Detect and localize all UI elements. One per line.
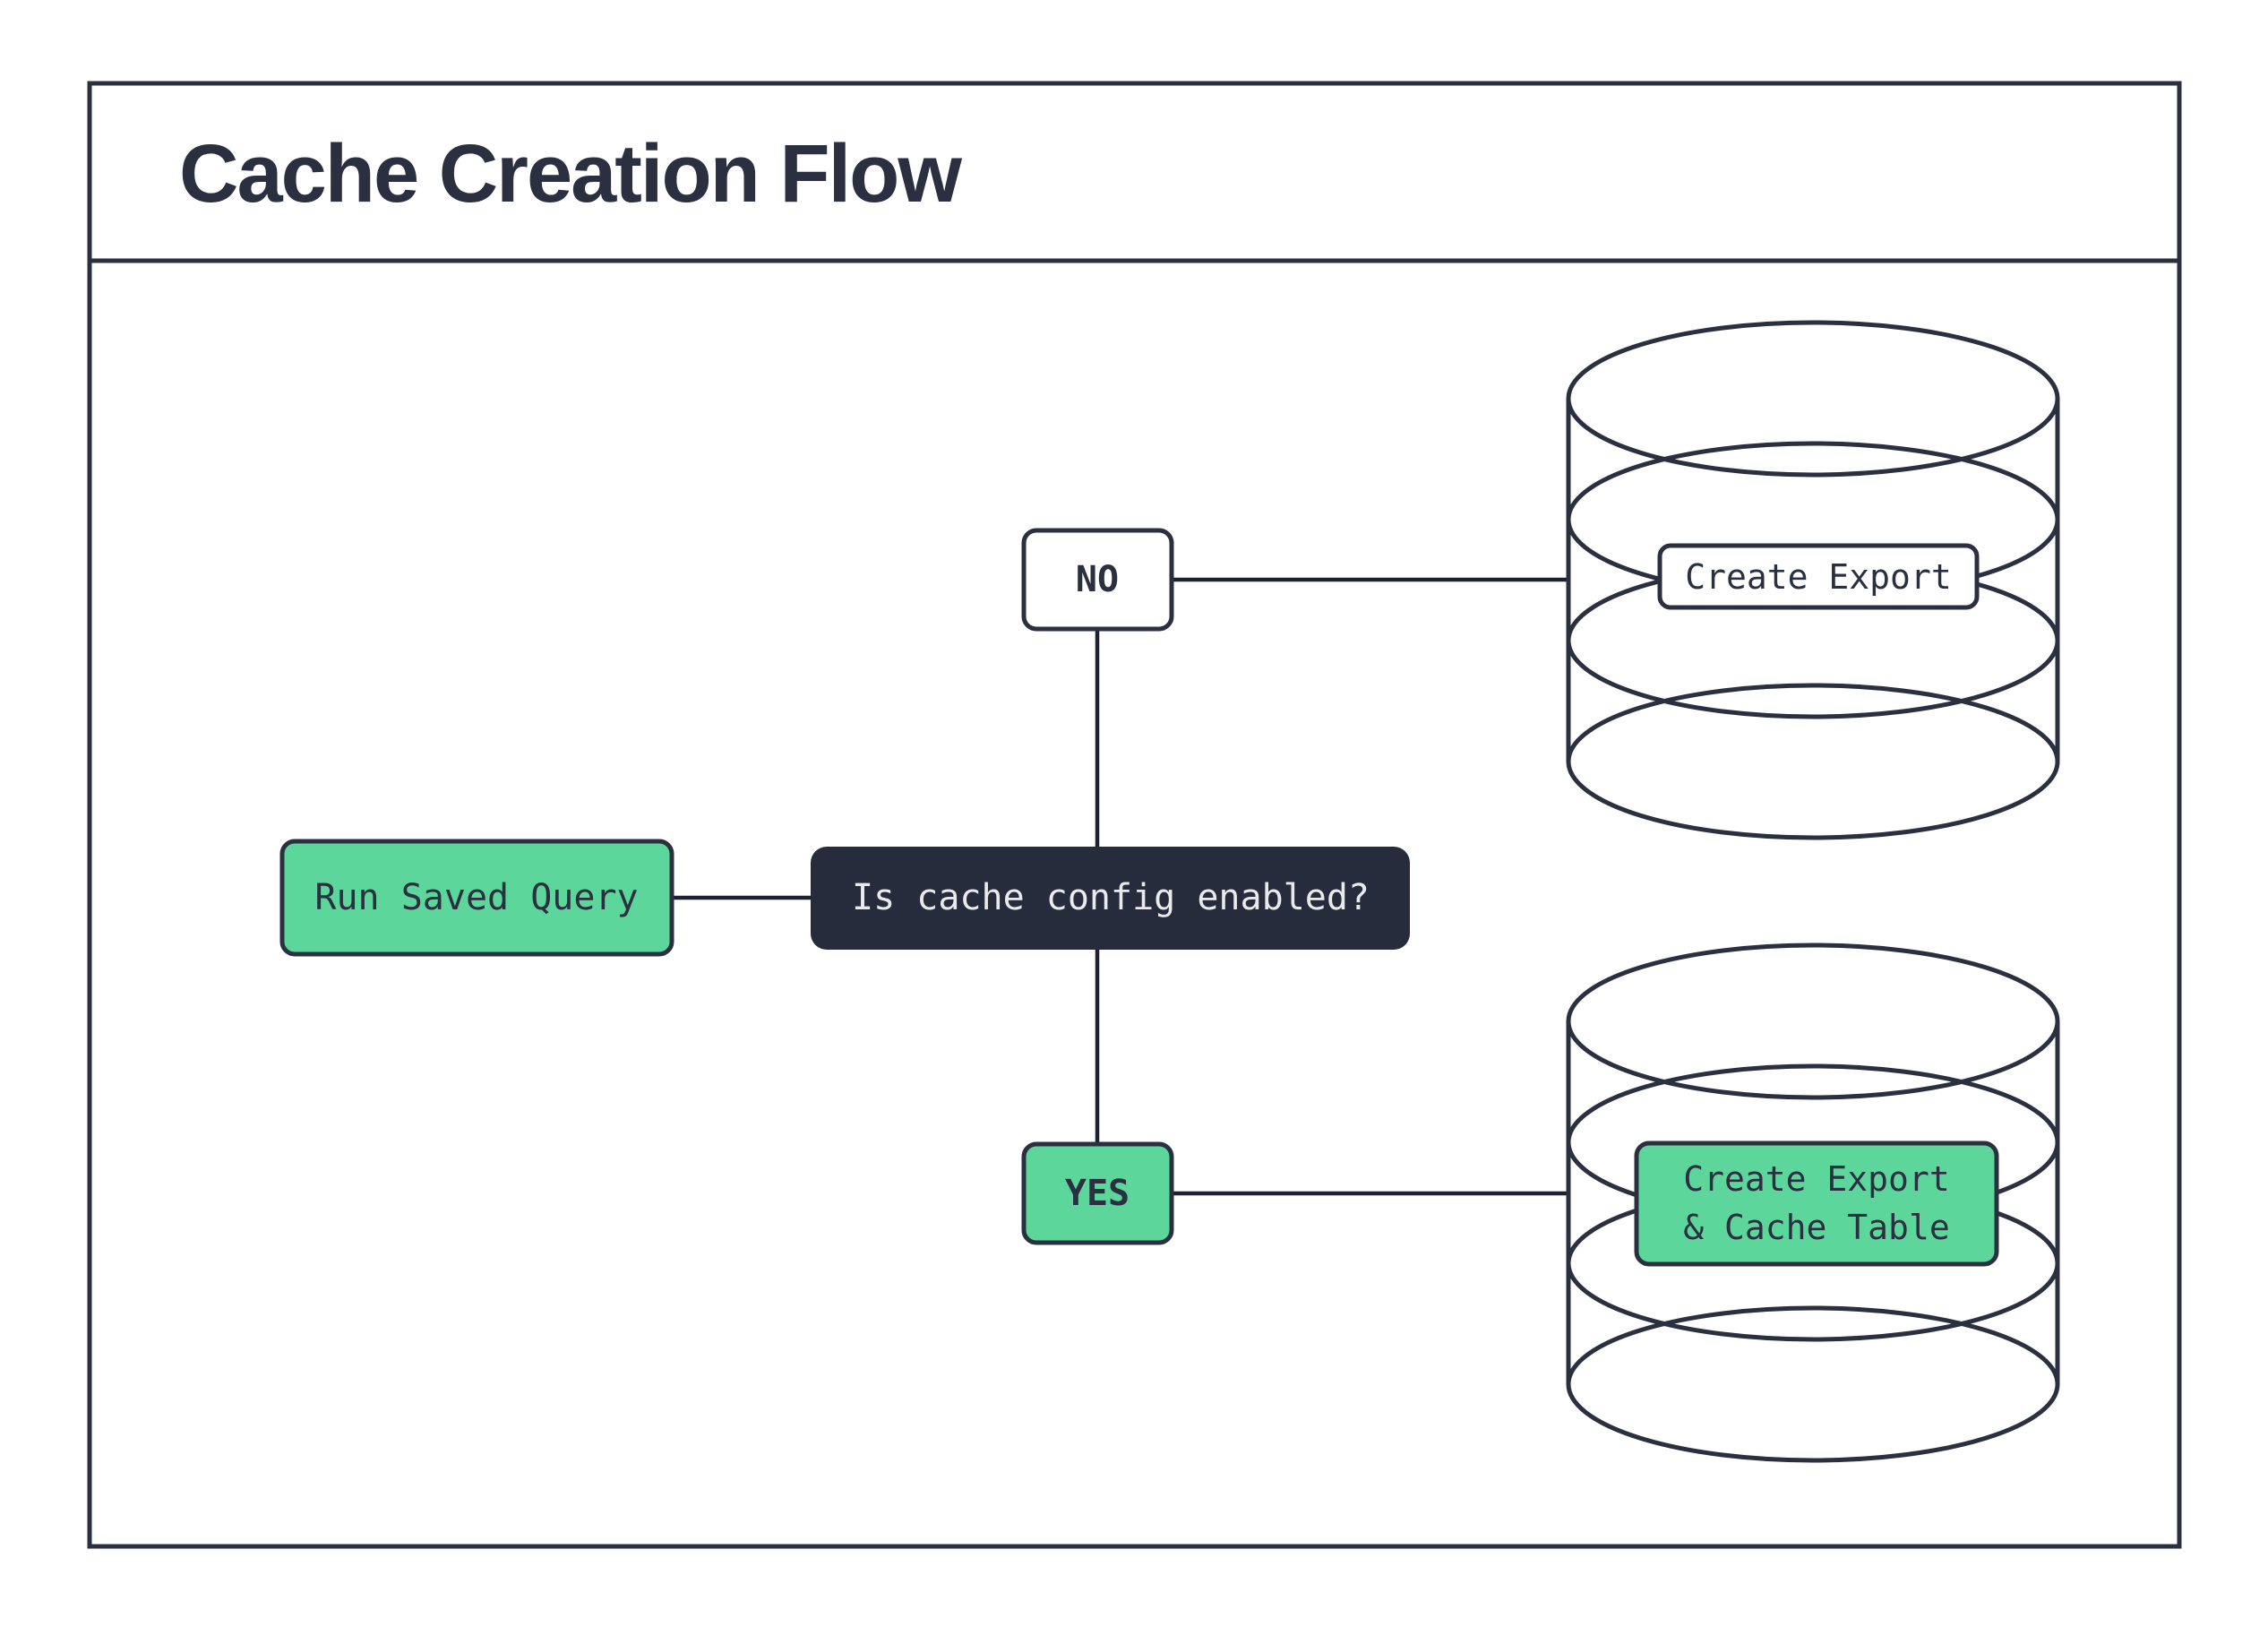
cylinder-disk-top — [1566, 943, 2060, 1100]
yes-label: YES — [1065, 1173, 1130, 1214]
node-decision: Is cache config enabled? — [811, 847, 1410, 950]
node-run-saved-query: Run Saved Query — [279, 839, 674, 957]
no-box — [1021, 528, 1174, 632]
create-export-cache-box — [1634, 1141, 1999, 1267]
decision-box — [811, 847, 1410, 950]
decision-label: Is cache config enabled? — [852, 877, 1370, 918]
node-create-export: Create Export — [1657, 543, 1980, 610]
run-saved-query-label: Run Saved Query — [314, 877, 638, 918]
cylinder-disk — [1566, 683, 2060, 840]
cylinder-disk — [1566, 1305, 2060, 1463]
page-title: Cache Creation Flow — [179, 128, 962, 220]
create-export-cache-label-line2: & Cache Table — [1683, 1208, 1949, 1247]
run-saved-query-box — [279, 839, 674, 957]
connectors — [672, 577, 1568, 1196]
yes-box — [1021, 1141, 1174, 1245]
create-export-label: Create Export — [1685, 557, 1951, 597]
node-yes: YES — [1021, 1141, 1174, 1245]
outer-frame — [87, 81, 2182, 1549]
node-create-export-cache-table: Create Export & Cache Table — [1634, 1141, 1999, 1267]
create-export-box — [1657, 543, 1980, 610]
no-label: NO — [1076, 559, 1119, 600]
database-icon-bottom — [1566, 943, 2060, 1463]
node-no: NO — [1021, 528, 1174, 632]
cylinder-disk-top — [1566, 320, 2060, 478]
create-export-cache-label-line1: Create Export — [1683, 1159, 1949, 1199]
